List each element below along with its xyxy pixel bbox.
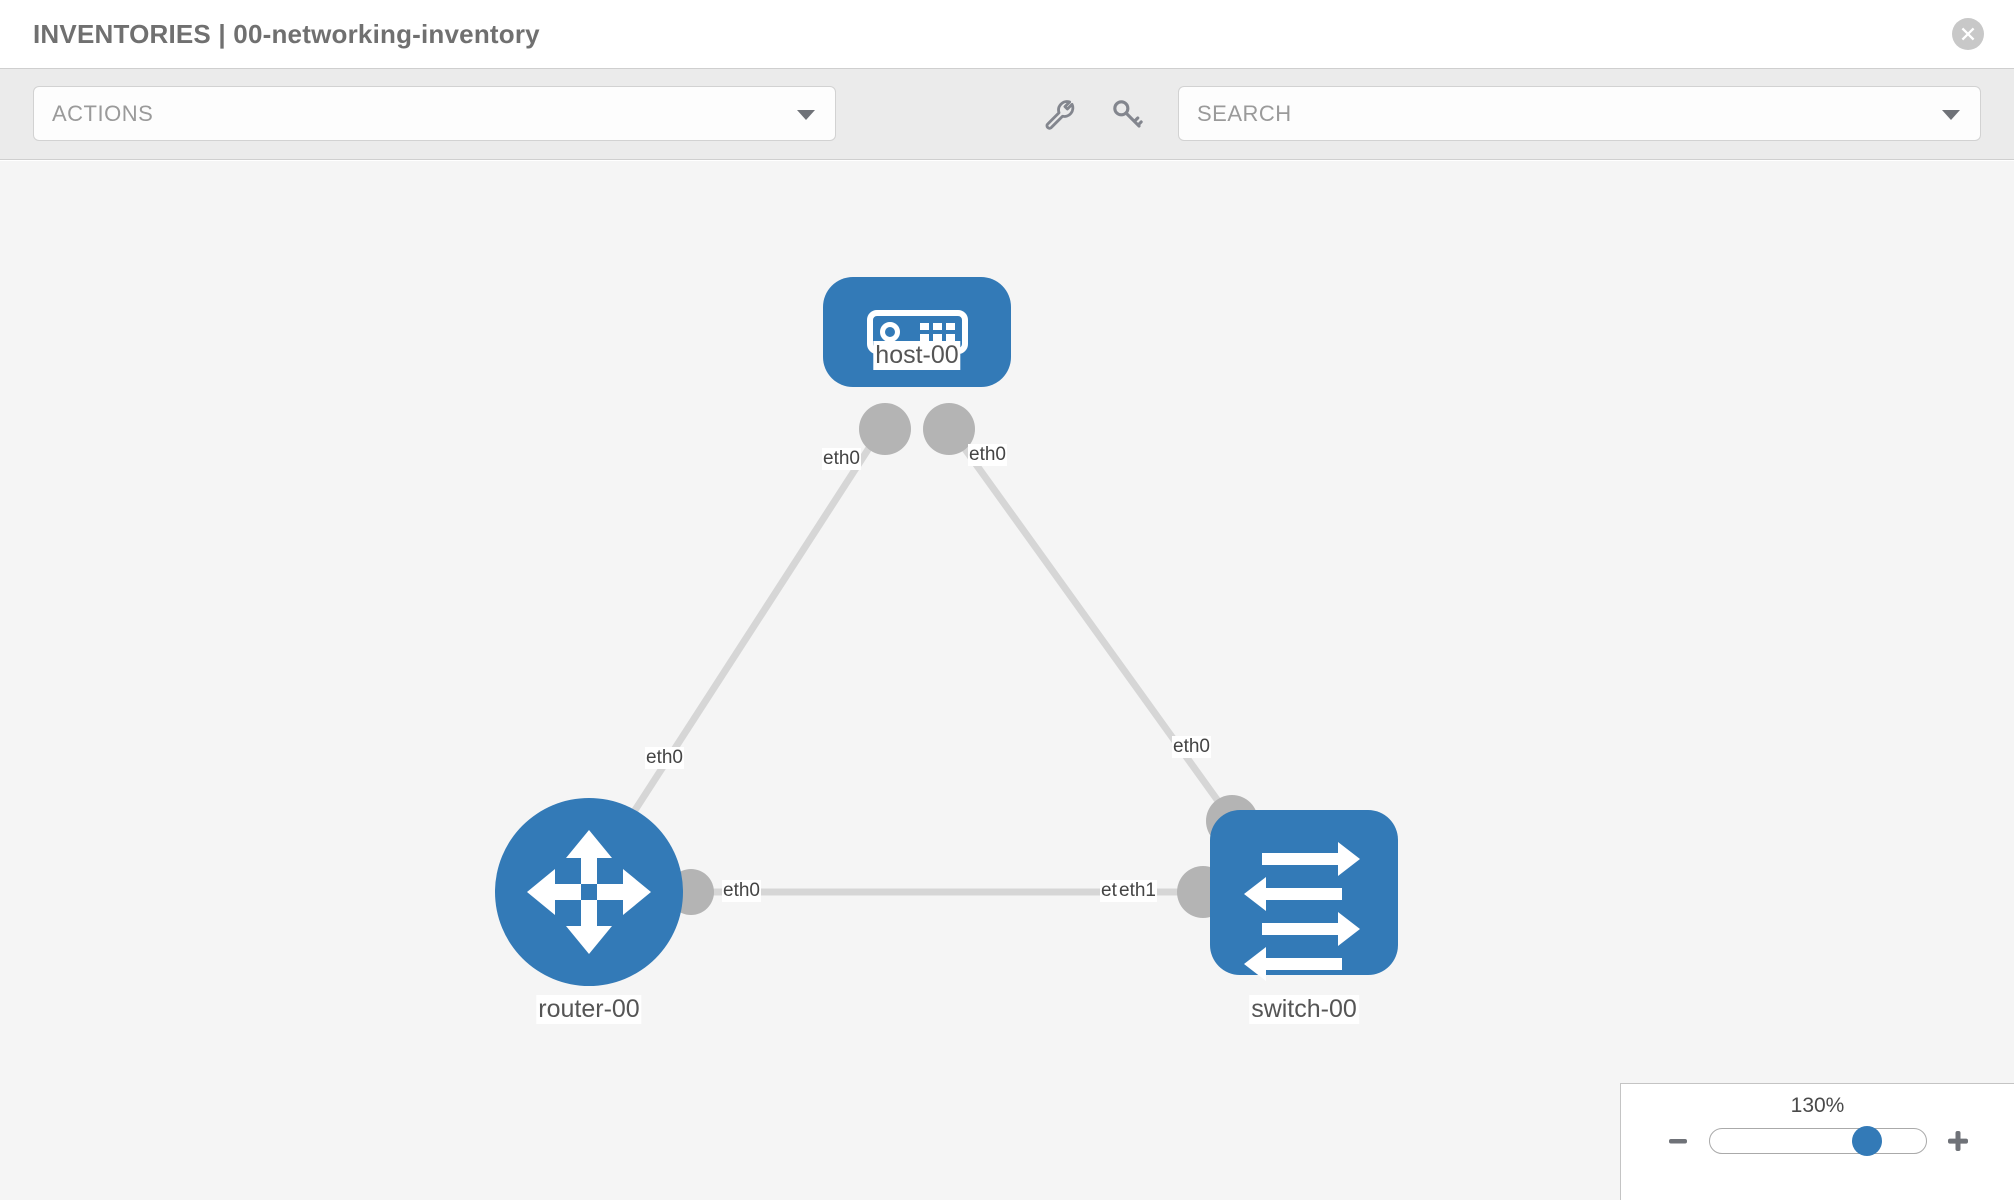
zoom-slider-row <box>1621 1126 2014 1156</box>
port-layer <box>668 403 1258 918</box>
chevron-down-icon <box>797 110 815 120</box>
minus-icon <box>1668 1139 1687 1144</box>
page-header: INVENTORIES | 00-networking-inventory <box>0 0 2014 68</box>
key-button[interactable] <box>1110 97 1144 131</box>
topology-canvas[interactable]: host-00 router-00 switch-00 eth0 eth0 et… <box>0 161 2014 1200</box>
search-placeholder: SEARCH <box>1197 101 1292 126</box>
zoom-in-button[interactable] <box>1943 1126 1973 1156</box>
zoom-out-button[interactable] <box>1663 1126 1693 1156</box>
topology-graph <box>495 277 1398 986</box>
wrench-icon <box>1045 100 1075 130</box>
switch-bidirectional-arrows-icon <box>1244 842 1360 981</box>
router-four-arrows-icon <box>527 830 651 954</box>
edge-host00-router00[interactable] <box>625 429 883 823</box>
zoom-level-value: 130% <box>1790 1094 1845 1117</box>
actions-dropdown[interactable]: ACTIONS <box>33 86 836 141</box>
wrench-button[interactable] <box>1043 97 1077 131</box>
search-input[interactable]: SEARCH <box>1178 86 1981 141</box>
close-button[interactable] <box>1952 18 1984 50</box>
edge-layer <box>625 428 1239 896</box>
node-host-00[interactable] <box>823 277 1011 387</box>
node-switch-00[interactable] <box>1210 810 1398 981</box>
edge-host00-switch00[interactable] <box>949 428 1239 829</box>
zoom-slider-thumb[interactable] <box>1851 1126 1882 1156</box>
key-icon <box>1113 100 1143 128</box>
port-host00-eth0-left[interactable] <box>859 403 911 455</box>
port-host00-eth0-right[interactable] <box>923 403 975 455</box>
zoom-control-panel: 130% <box>1620 1083 2014 1200</box>
actions-dropdown-label: ACTIONS <box>52 101 154 126</box>
plus-icon <box>1947 1131 1968 1151</box>
close-icon <box>1961 27 1975 41</box>
toolbar: ACTIONS SEARCH <box>0 68 2014 160</box>
page-title: INVENTORIES | 00-networking-inventory <box>33 18 540 49</box>
zoom-slider-track[interactable] <box>1708 1126 1927 1156</box>
node-router-00[interactable] <box>495 798 683 986</box>
chevron-down-icon[interactable] <box>1942 110 1960 120</box>
